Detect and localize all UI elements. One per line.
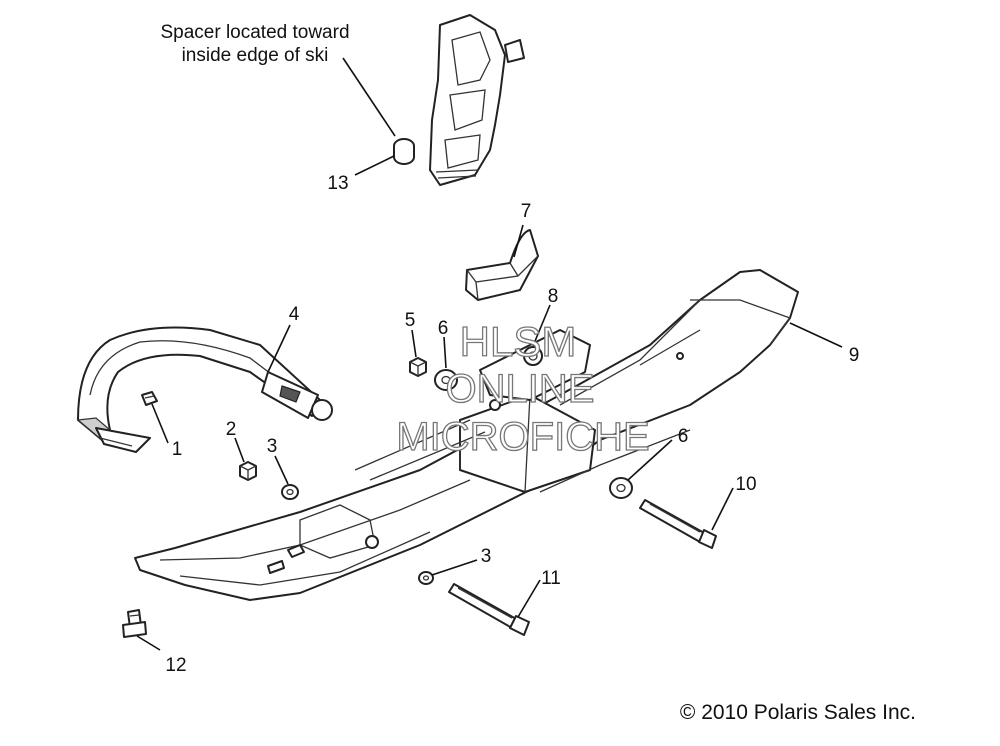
note-line-2: inside edge of ski	[182, 45, 329, 66]
ski-pad-part	[465, 229, 539, 301]
bolt-part	[448, 583, 530, 636]
callout-5: 5	[405, 310, 416, 331]
washer-part	[609, 477, 633, 499]
ski-loop-part	[76, 326, 333, 453]
callout-6-lower: 6	[678, 426, 689, 447]
callout-4: 4	[289, 304, 300, 325]
leader-lines	[136, 57, 843, 651]
nut-part	[239, 461, 257, 481]
callout-1: 1	[172, 439, 183, 460]
note-line-1: Spacer located toward	[160, 22, 349, 43]
screw-part	[141, 391, 158, 406]
bolt-part	[639, 499, 717, 549]
bushing-part	[523, 346, 543, 366]
washer-part	[434, 369, 458, 391]
callout-6-upper: 6	[438, 318, 449, 339]
callout-3-upper: 3	[267, 436, 278, 457]
ski-spindle	[429, 14, 525, 186]
watermark-line-3: MICROFICHE	[396, 415, 649, 459]
callout-2: 2	[226, 419, 237, 440]
callout-9: 9	[849, 345, 860, 366]
callout-10: 10	[735, 474, 756, 495]
spacer-part	[393, 138, 415, 165]
ski-body	[134, 269, 799, 601]
callout-13: 13	[327, 173, 348, 194]
washer-part	[281, 484, 299, 500]
callout-7: 7	[521, 201, 532, 222]
watermark-line-1: HLSM	[460, 318, 577, 365]
washer-part	[418, 571, 434, 585]
callout-12: 12	[165, 655, 186, 676]
callout-11: 11	[541, 568, 561, 589]
nut-part	[409, 357, 427, 377]
bolt-part	[122, 609, 147, 638]
callout-3-lower: 3	[481, 546, 492, 567]
copyright-text: © 2010 Polaris Sales Inc.	[680, 701, 916, 724]
callout-8: 8	[548, 286, 559, 307]
watermark: HLSM ONLINE MICROFICHE	[396, 317, 651, 459]
watermark-line-2: ONLINE	[446, 367, 595, 411]
